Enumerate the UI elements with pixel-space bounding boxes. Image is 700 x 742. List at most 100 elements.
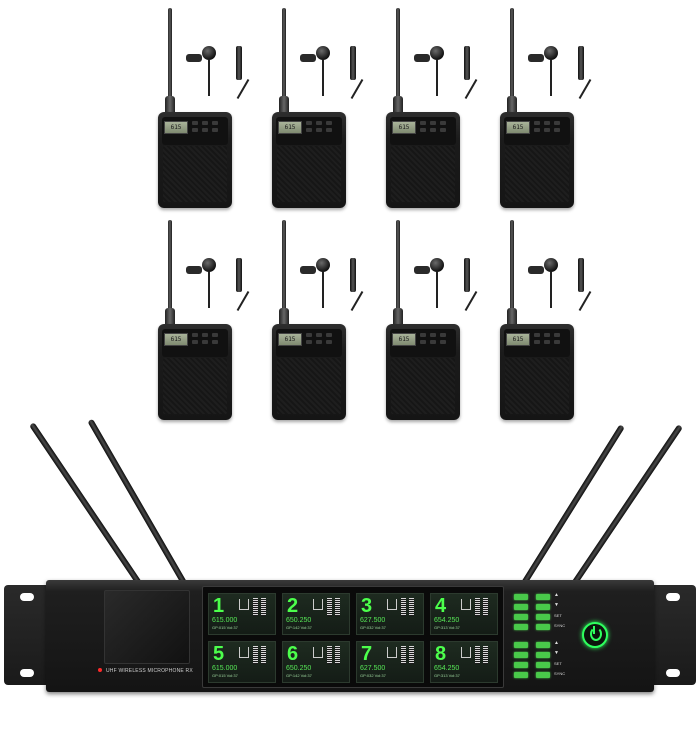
af-meter (409, 646, 414, 664)
channel-number: 2 (287, 595, 299, 617)
transmitter-keys[interactable] (306, 121, 336, 135)
rf-meter (475, 646, 480, 664)
channel-number: 6 (287, 643, 299, 665)
transmitter-lcd: 615 (164, 333, 188, 346)
channel-frequency: 650.250 (286, 617, 312, 624)
power-button[interactable] (582, 622, 608, 648)
channel-number: 7 (361, 643, 373, 665)
transmitter-keys[interactable] (420, 121, 450, 135)
transmitter-antenna (282, 220, 286, 320)
rf-meter (401, 646, 406, 664)
transmitter-grille (163, 146, 227, 202)
connector-plug-icon (236, 46, 242, 80)
lavalier-mic-icon (414, 46, 444, 96)
lavalier-mic-icon (528, 46, 558, 96)
transmitter-body: 615 (386, 324, 460, 420)
lavalier-mic-icon (186, 46, 216, 96)
transmitter-antenna (510, 8, 514, 108)
bodypack-transmitter: 615 (386, 8, 478, 208)
transmitter-lcd: 615 (506, 121, 530, 134)
transmitter-body: 615 (500, 112, 574, 208)
channel-frequency: 627.500 (360, 665, 386, 672)
channel-number: 4 (435, 595, 447, 617)
connector-plug-icon (578, 46, 584, 80)
sync-label: SYNC (554, 623, 566, 628)
transmitter-antenna (282, 8, 286, 108)
transmitter-lcd: 615 (164, 121, 188, 134)
transmitter-lcd: 615 (278, 333, 302, 346)
transmitter-keys[interactable] (534, 121, 564, 135)
channel-frequency: 627.500 (360, 617, 386, 624)
bodypack-transmitter: 615 (158, 8, 250, 208)
transmitter-body: 615 (272, 324, 346, 420)
channel-frequency: 654.250 (434, 617, 460, 624)
lavalier-mic-icon (528, 258, 558, 308)
transmitter-keys[interactable] (306, 333, 336, 347)
bodypack-transmitter: 615 (272, 8, 364, 208)
channel-frequency: 615.000 (212, 665, 238, 672)
transmitter-lcd: 615 (392, 333, 416, 346)
channel-number: 3 (361, 595, 373, 617)
up-arrow-icon: ▲ (554, 640, 559, 646)
buttons-ch1-4[interactable] (514, 594, 528, 694)
buttons-right-ch1-4[interactable] (536, 594, 550, 694)
channel-settings: GP:142 Vol:37 (286, 673, 312, 678)
connector-plug-icon (464, 258, 470, 292)
up-arrow-icon: ▲ (554, 592, 559, 598)
af-meter (483, 598, 488, 616)
channel-settings: GP:032 Vol:37 (360, 673, 386, 678)
af-meter (335, 598, 340, 616)
channel-frequency: 650.250 (286, 665, 312, 672)
receiver-model-label: UHF WIRELESS MICROPHONE RX (106, 668, 193, 674)
buttons-right-ch5-8[interactable] (536, 642, 550, 742)
af-meter (261, 646, 266, 664)
connector-plug-icon (350, 258, 356, 292)
transmitter-body: 615 (158, 112, 232, 208)
set-label: SET (554, 613, 562, 618)
transmitter-grille (163, 358, 227, 414)
ir-sync-window (104, 590, 190, 664)
buttons-ch5-8[interactable] (514, 642, 528, 742)
bodypack-transmitter: 615 (158, 220, 250, 420)
rf-meter (327, 598, 332, 616)
lavalier-mic-icon (186, 258, 216, 308)
sync-label: SYNC (554, 671, 566, 676)
transmitter-grille (277, 358, 341, 414)
connector-plug-icon (350, 46, 356, 80)
transmitter-keys[interactable] (192, 333, 222, 347)
battery-icon (313, 599, 323, 610)
bodypack-transmitter: 615 (500, 8, 592, 208)
set-label: SET (554, 661, 562, 666)
transmitter-body: 615 (386, 112, 460, 208)
channel-settings: GP:015 Vol:37 (212, 625, 238, 630)
bodypack-transmitter: 615 (500, 220, 592, 420)
rf-meter (327, 646, 332, 664)
transmitter-body: 615 (500, 324, 574, 420)
transmitter-antenna (168, 220, 172, 320)
battery-icon (239, 647, 249, 658)
rack-ear-left (4, 585, 50, 685)
transmitter-lcd: 615 (278, 121, 302, 134)
battery-icon (461, 647, 471, 658)
transmitter-keys[interactable] (192, 121, 222, 135)
lavalier-mic-icon (414, 258, 444, 308)
transmitter-antenna (396, 220, 400, 320)
receiver-antenna-right-outer (560, 424, 683, 602)
channel-settings: GP:015 Vol:37 (212, 673, 238, 678)
transmitter-keys[interactable] (420, 333, 450, 347)
down-arrow-icon: ▼ (554, 602, 559, 608)
channel-settings: GP:032 Vol:37 (360, 625, 386, 630)
power-icon (590, 627, 602, 641)
transmitter-keys[interactable] (534, 333, 564, 347)
rf-meter (401, 598, 406, 616)
transmitter-lcd: 615 (506, 333, 530, 346)
transmitter-antenna (168, 8, 172, 108)
lavalier-mic-icon (300, 46, 330, 96)
